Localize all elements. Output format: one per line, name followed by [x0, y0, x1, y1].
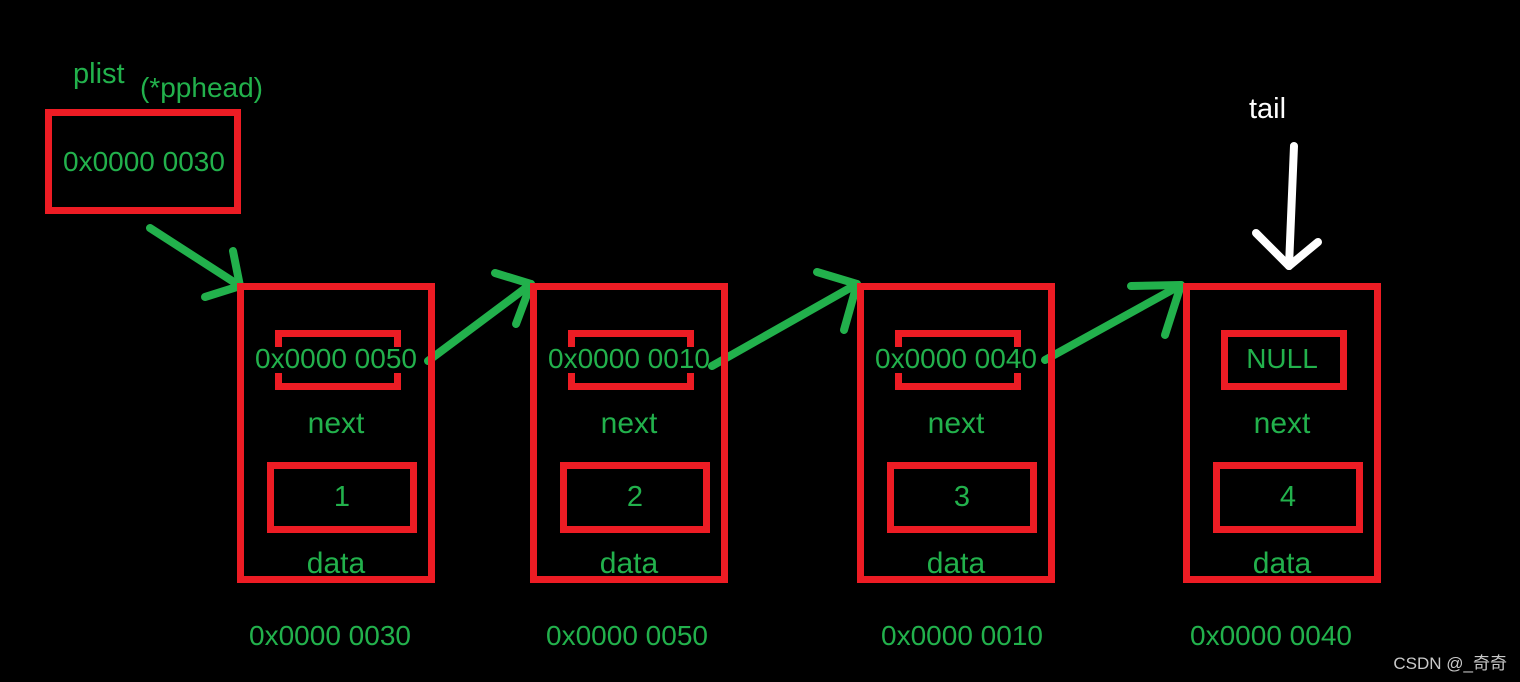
data-field-label: data: [926, 547, 986, 580]
arrow-shaft: [1041, 281, 1185, 364]
bracket-top: [568, 330, 694, 347]
node-address-1: 0x0000 0030: [249, 620, 411, 651]
arrow-node3-to-node4: [1041, 281, 1185, 364]
next-field-label: next: [927, 407, 985, 440]
arrow-barb: [491, 269, 535, 288]
data-field-label: data: [306, 547, 366, 580]
data-value: 4: [1279, 481, 1297, 513]
next-pointer-box: [568, 330, 694, 390]
next-pointer-box: [895, 330, 1021, 390]
next-field-label: next: [307, 407, 365, 440]
arrow-barb: [813, 268, 861, 288]
arrow-shaft: [1285, 142, 1298, 270]
pphead-label: (*pphead): [140, 72, 263, 103]
next-field-label: next: [600, 407, 658, 440]
list-node-1: 0x0000 0050 next 1 data: [237, 283, 435, 583]
arrow-shaft: [424, 280, 535, 365]
data-value-box: 2: [560, 462, 710, 533]
next-field-label: next: [1253, 407, 1311, 440]
tail-label: tail: [1249, 93, 1287, 125]
data-value: 3: [953, 481, 971, 513]
next-pointer-value: NULL: [1246, 343, 1318, 374]
arrow-node1-to-node2: [424, 269, 535, 365]
list-node-4: NULL next 4 data: [1183, 283, 1381, 583]
tail-arrow: [1252, 142, 1322, 270]
data-value-box: 1: [267, 462, 417, 533]
next-pointer-value: 0x0000 0050: [255, 343, 417, 374]
next-pointer-box: [1221, 330, 1347, 390]
next-pointer-value: 0x0000 0010: [548, 343, 710, 374]
node-address-3: 0x0000 0010: [881, 620, 1043, 651]
arrow-shaft: [708, 280, 861, 370]
node-address-2: 0x0000 0050: [546, 620, 708, 651]
list-node-3: 0x0000 0040 next 3 data: [857, 283, 1055, 583]
data-field-label: data: [599, 547, 659, 580]
bracket-bottom: [895, 373, 1021, 390]
next-pointer-value: 0x0000 0040: [875, 343, 1037, 374]
arrow-barb: [229, 247, 244, 290]
data-value: 1: [333, 481, 351, 513]
arrow-node2-to-node3: [708, 268, 861, 370]
data-value: 2: [626, 481, 644, 513]
data-field-label: data: [1252, 547, 1312, 580]
arrow-shaft: [146, 224, 244, 290]
data-value-box: 3: [887, 462, 1037, 533]
data-value-box: 4: [1213, 462, 1363, 533]
plist-pointer-value: 0x0000 0030: [63, 145, 225, 177]
bracket-top: [275, 330, 401, 347]
arrow-barb: [1161, 281, 1185, 339]
plist-pointer-box: 0x0000 0030: [45, 109, 241, 214]
arrow-barb: [1252, 229, 1293, 270]
arrow-plist-to-node1: [146, 224, 244, 301]
bracket-bottom: [275, 373, 401, 390]
arrow-barb: [840, 280, 861, 334]
arrow-barb: [201, 282, 244, 301]
bracket-bottom: [568, 373, 694, 390]
arrow-barb: [512, 280, 535, 328]
list-node-2: 0x0000 0010 next 2 data: [530, 283, 728, 583]
plist-label: plist: [73, 58, 125, 90]
node-address-4: 0x0000 0040: [1190, 620, 1352, 651]
arrow-barb: [1285, 238, 1322, 270]
next-pointer-box: [275, 330, 401, 390]
bracket-top: [895, 330, 1021, 347]
csdn-watermark: CSDN @_奇奇: [1393, 654, 1507, 673]
arrow-barb: [1127, 281, 1185, 290]
